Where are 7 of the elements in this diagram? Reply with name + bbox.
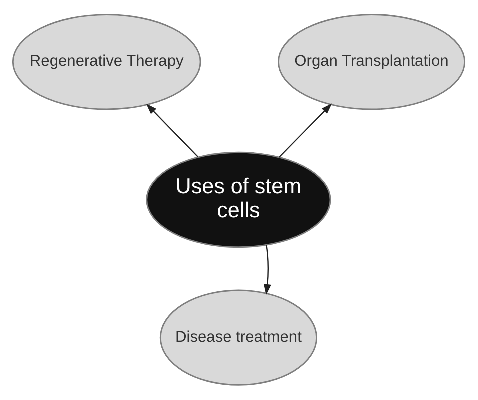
arrow <box>146 104 198 158</box>
arrow <box>264 245 272 296</box>
node-ellipse: Disease treatment <box>160 290 318 386</box>
node-ellipse: Uses of stem cells <box>146 152 332 248</box>
node-ellipse: Organ Transplantation <box>278 14 466 110</box>
node-ellipse: Regenerative Therapy <box>12 14 202 110</box>
arrow <box>278 104 332 158</box>
